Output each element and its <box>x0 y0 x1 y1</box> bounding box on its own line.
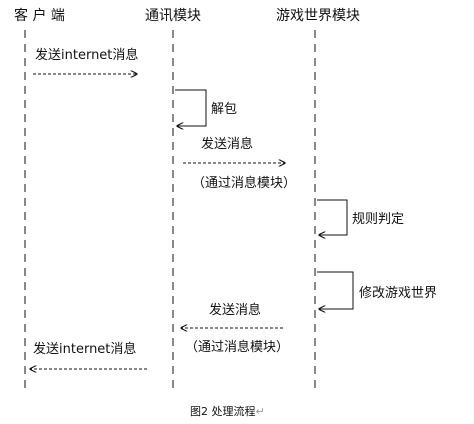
participant-comm-label: 通讯模块 <box>145 8 201 24</box>
self-message-unpack-label: 解包 <box>211 102 237 117</box>
self-message-modify-world-label: 修改游戏世界 <box>359 286 437 301</box>
message-comm-to-client-label: 发送internet消息 <box>33 341 136 357</box>
message-world-to-comm-label: 发送消息 <box>209 302 261 318</box>
paragraph-mark: ↵ <box>256 405 265 418</box>
participant-client-label: 客 户 端 <box>14 7 65 24</box>
self-message-modify-world-arrow <box>317 271 354 309</box>
self-message-rule-check-label: 规则判定 <box>352 212 404 227</box>
figure-caption: 图2 处理流程↵ <box>190 404 265 418</box>
figure-caption-text: 图2 处理流程 <box>190 404 256 418</box>
message-comm-to-world-label: 发送消息 <box>201 136 253 152</box>
message-comm-to-world-sublabel: （通过消息模块） <box>192 175 296 191</box>
participant-world-label: 游戏世界模块 <box>276 8 360 24</box>
message-send-internet-label: 发送internet消息 <box>35 47 138 63</box>
self-message-rule-check-arrow <box>317 199 348 235</box>
self-message-unpack-arrow <box>175 89 207 126</box>
message-world-to-comm-sublabel: （通过消息模块） <box>185 339 289 355</box>
